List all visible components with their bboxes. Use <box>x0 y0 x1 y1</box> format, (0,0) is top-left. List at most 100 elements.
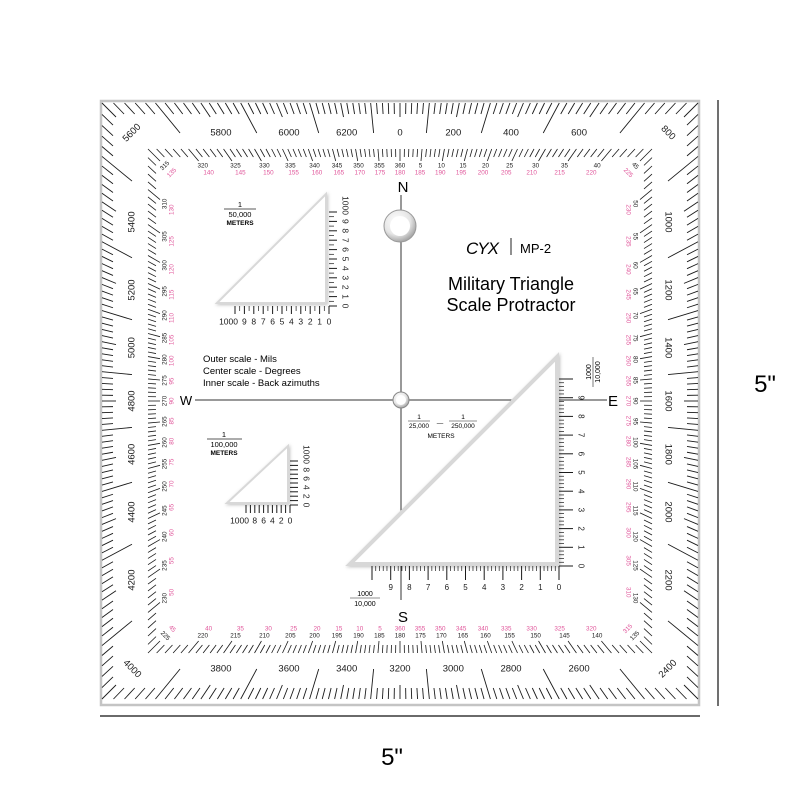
scale-25k-denominator-2: 250,000 <box>451 423 475 430</box>
bottom-scale-label: 1000 <box>230 516 249 526</box>
back-azimuth-label: 55 <box>169 557 176 565</box>
mil-label: 3400 <box>336 664 357 675</box>
degree-label: 150 <box>530 633 541 640</box>
legend-inner: Inner scale - Back azimuths <box>203 378 320 389</box>
bottom-scale-label: 0 <box>557 583 562 592</box>
bottom-scale-label: 7 <box>426 583 431 592</box>
back-azimuth-label: 130 <box>169 204 176 215</box>
bottom-scale-label: 6 <box>261 516 266 526</box>
mil-label: 400 <box>503 128 519 139</box>
back-azimuth-label: 290 <box>625 479 632 490</box>
scale-100k-numerator: 1 <box>222 430 226 439</box>
back-azimuth-label: 160 <box>312 170 323 177</box>
degree-label: 305 <box>162 231 169 242</box>
back-azimuth-label: 230 <box>625 204 632 215</box>
back-azimuth-label: 90 <box>169 397 176 405</box>
bottom-scale-label: 6 <box>270 317 275 327</box>
degree-label: 240 <box>162 531 169 542</box>
degree-tick <box>417 645 418 653</box>
mil-label: 3200 <box>389 664 410 675</box>
bottom-scale-label: 1 <box>538 583 543 592</box>
mil-label: 3000 <box>443 664 464 675</box>
scale-50k-denominator: 50,000 <box>229 210 252 219</box>
bottom-scale-label: 3 <box>298 317 303 327</box>
bottom-scale-label: 0 <box>327 317 332 327</box>
back-azimuth-label: 145 <box>235 170 246 177</box>
bottom-scale-label: 7 <box>261 317 266 327</box>
degree-label: 65 <box>632 288 639 296</box>
east-label: E <box>608 393 618 410</box>
scale-50k-unit: METERS <box>226 220 254 227</box>
degree-label: 20 <box>482 163 490 170</box>
degree-label: 70 <box>632 312 639 320</box>
side-scale-label: 0 <box>577 564 586 569</box>
degree-label: 15 <box>459 163 467 170</box>
degree-label: 345 <box>332 163 343 170</box>
side-scale-label: 9 <box>341 219 351 224</box>
degree-label: 195 <box>332 633 343 640</box>
back-azimuth-label: 340 <box>478 626 489 633</box>
side-scale-label: 1 <box>577 545 586 550</box>
side-scale-label: 6 <box>341 247 351 252</box>
degree-label: 60 <box>632 262 639 270</box>
mil-label: 2600 <box>569 664 590 675</box>
legend-outer: Outer scale - Mils <box>203 354 277 365</box>
back-azimuth-label: 205 <box>501 170 512 177</box>
degree-label: 100 <box>632 437 639 448</box>
degree-tick <box>644 383 652 384</box>
degree-label: 200 <box>309 633 320 640</box>
back-azimuth-label: 350 <box>435 626 446 633</box>
degree-label: 125 <box>632 560 639 571</box>
back-azimuth-label: 115 <box>169 289 176 300</box>
back-azimuth-label: 235 <box>625 236 632 247</box>
degree-label: 275 <box>162 375 169 386</box>
degree-tick <box>644 418 652 419</box>
degree-label: 10 <box>438 163 446 170</box>
back-azimuth-label: 175 <box>375 170 386 177</box>
bottom-scale-label: 9 <box>388 583 393 592</box>
degree-label: 205 <box>285 633 296 640</box>
mil-label: 0 <box>397 128 402 139</box>
back-azimuth-label: 140 <box>203 170 214 177</box>
bottom-scale-label: 8 <box>407 583 412 592</box>
bottom-scale-label: 6 <box>445 583 450 592</box>
mil-label: 1600 <box>663 390 674 411</box>
back-azimuth-label: 305 <box>625 555 632 566</box>
scale-100k-unit: METERS <box>210 450 238 457</box>
mil-label: 6000 <box>278 128 299 139</box>
mil-label: 2000 <box>663 501 674 522</box>
side-scale-label: 4 <box>577 489 586 494</box>
degree-label: 185 <box>374 633 385 640</box>
back-azimuth-label: 245 <box>625 289 632 300</box>
back-azimuth-label: 105 <box>169 334 176 345</box>
side-scale-label: 2 <box>577 526 586 531</box>
mil-label: 600 <box>571 128 587 139</box>
degree-label: 160 <box>480 633 491 640</box>
bottom-scale-label: 3 <box>501 583 506 592</box>
title-line1: Military Triangle <box>448 274 574 294</box>
bottom-scale-label: 8 <box>251 317 256 327</box>
mil-label: 5000 <box>127 337 138 358</box>
height-dimension-label: 5" <box>754 371 776 398</box>
degree-label: 90 <box>632 397 639 405</box>
back-azimuth-label: 335 <box>501 626 512 633</box>
degree-label: 290 <box>162 310 169 321</box>
degree-label: 250 <box>162 481 169 492</box>
back-azimuth-label: 325 <box>554 626 565 633</box>
side-scale-label: 3 <box>577 508 586 513</box>
side-scale-label: 8 <box>302 467 312 472</box>
degree-label: 285 <box>162 332 169 343</box>
corner-bottom-denominator: 10,000 <box>354 601 376 608</box>
degree-label: 50 <box>632 200 639 208</box>
back-azimuth-label: 20 <box>314 626 322 633</box>
side-scale-label: 1000 <box>341 196 351 215</box>
degree-label: 145 <box>559 633 570 640</box>
degree-label: 330 <box>259 163 270 170</box>
back-azimuth-label: 210 <box>526 170 537 177</box>
degree-label: 295 <box>162 286 169 297</box>
degree-label: 265 <box>162 416 169 427</box>
bottom-scale-label: 4 <box>289 317 294 327</box>
back-azimuth-label: 355 <box>415 626 426 633</box>
back-azimuth-label: 40 <box>205 626 213 633</box>
